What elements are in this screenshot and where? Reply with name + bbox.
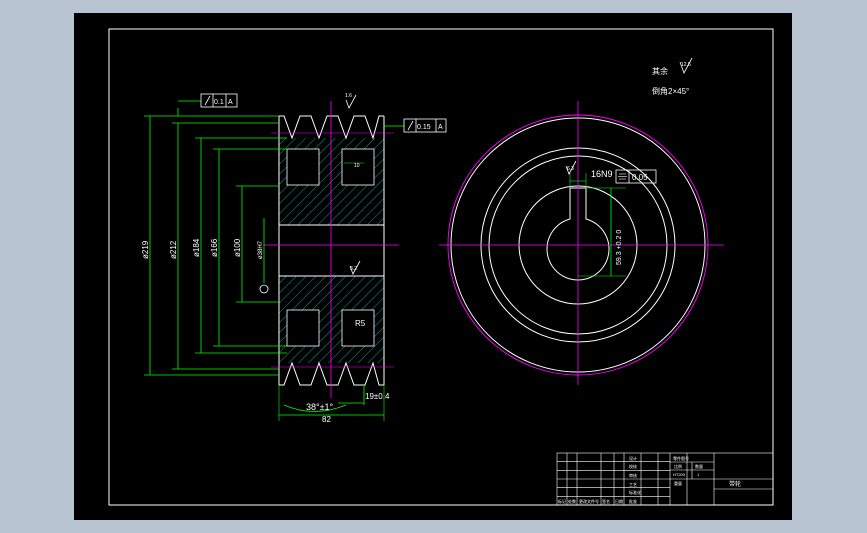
svg-text:比例: 比例	[674, 463, 682, 469]
svg-text:日期: 日期	[615, 498, 623, 504]
svg-text:标记: 标记	[558, 498, 566, 504]
roughness-top: 1.6	[345, 93, 352, 99]
svg-text:校核: 校核	[629, 463, 637, 469]
svg-text:更改文件号: 更改文件号	[579, 498, 599, 504]
svg-text:数量: 数量	[695, 463, 703, 469]
groove-annotations: 38°±1° 19±0.4 82 R5 10 1.6 3.2	[278, 93, 390, 424]
svg-text:签名: 签名	[602, 498, 610, 504]
svg-text:审核: 审核	[629, 472, 637, 478]
note-chamfer: 倒角2×45°	[652, 86, 689, 96]
front-view	[439, 101, 724, 385]
svg-text:1: 1	[697, 472, 700, 477]
tolerance-symmetry	[615, 169, 657, 184]
dim-d100: ø100	[233, 238, 242, 257]
part-name: 带轮	[729, 480, 741, 488]
svg-text:批准: 批准	[629, 498, 637, 504]
svg-text:标准化: 标准化	[629, 489, 641, 495]
svg-text:A: A	[228, 99, 233, 106]
dim-d38h7: ø38H7	[258, 240, 264, 259]
dim-groove-angle: 38°±1°	[306, 402, 334, 412]
svg-text:0.15: 0.15	[417, 124, 431, 131]
svg-text:HT200: HT200	[673, 472, 686, 477]
note-remaining-roughness: 12.5	[681, 62, 691, 68]
svg-text:A: A	[438, 124, 443, 131]
diameter-dimensions	[144, 115, 287, 376]
svg-text:0.1: 0.1	[214, 99, 224, 106]
diameter-labels: ø219 ø212 ø184 ø166 ø100 ø38H7	[141, 238, 264, 259]
svg-text:设计: 设计	[629, 455, 637, 461]
dim-fillet: R5	[355, 319, 366, 328]
cad-drawing: ø219 ø212 ø184 ø166 ø100 ø38H7 0.1 A 0.1…	[108, 28, 774, 506]
top-grooves	[279, 115, 384, 140]
dim-total-width: 82	[322, 415, 331, 424]
dim-groove-width: 10	[354, 163, 360, 169]
dim-d212: ø212	[169, 240, 178, 259]
title-block	[556, 452, 774, 506]
inner-border	[108, 28, 774, 506]
tolerance-runout-1: 0.1 A	[177, 93, 238, 116]
section-view	[259, 101, 399, 398]
tolerance-runout-2: 0.15 A	[384, 118, 447, 133]
roughness-key: 6.3	[567, 166, 574, 172]
general-notes: 其余 12.5 倒角2×45°	[652, 57, 693, 96]
dim-keyway-depth: 59.3 +0.2 0	[616, 230, 623, 265]
bottom-grooves	[279, 361, 384, 386]
drawing-frame: ø219 ø212 ø184 ø166 ø100 ø38H7 0.1 A 0.1…	[74, 13, 792, 520]
title-block-text: 设计 校核 审核 工艺 标准化 批准 零件图号 比例 数量 HT200 1 重量…	[558, 455, 741, 504]
dim-d166: ø166	[210, 238, 219, 257]
svg-text:0.05: 0.05	[632, 173, 648, 182]
dim-keyway-width: 16N9	[591, 169, 613, 179]
dim-d219: ø219	[141, 240, 150, 259]
svg-text:工艺: 工艺	[629, 482, 637, 487]
svg-text:重量: 重量	[674, 480, 682, 486]
dim-pitch: 19±0.4	[365, 392, 390, 401]
note-remaining: 其余	[652, 66, 668, 76]
svg-text:处数: 处数	[568, 498, 576, 504]
dim-d184: ø184	[192, 238, 201, 257]
keyway-dimensions: 16N9 0.05 59.3 +0.2 0 6.3	[565, 160, 657, 277]
svg-text:零件图号: 零件图号	[673, 455, 689, 461]
roughness-bore: 3.2	[350, 266, 357, 272]
